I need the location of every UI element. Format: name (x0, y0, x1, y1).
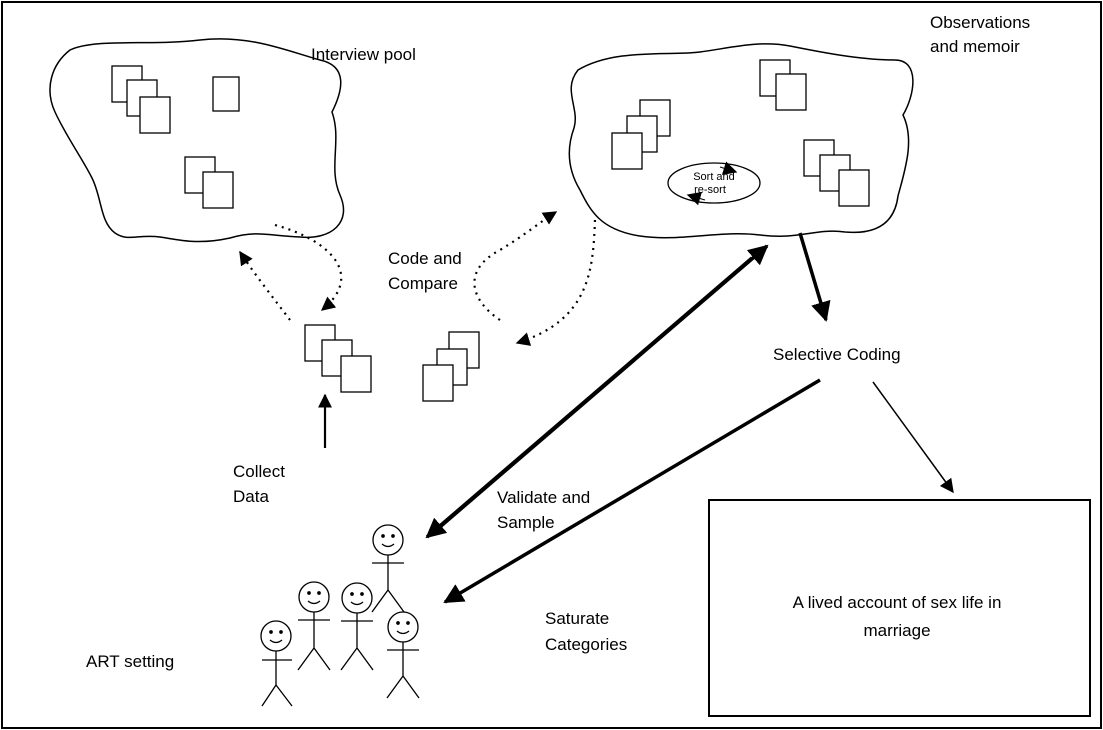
interview-pool-label: Interview pool (311, 45, 416, 64)
result-text-1: A lived account of sex life in (793, 593, 1002, 612)
saturate-categories-label-2: Categories (545, 635, 627, 654)
sort-arrow-right (719, 161, 738, 175)
sort-resort-label-2: re-sort (694, 184, 726, 196)
result-box (708, 499, 1091, 717)
observation-documents (611, 59, 870, 207)
observations-label-2: and memoir (930, 37, 1020, 56)
sort-arrow-left (686, 191, 706, 206)
dotted-arrows (239, 211, 597, 346)
solid-arrows (318, 232, 954, 604)
code-compare-label-2: Compare (388, 274, 458, 293)
participants (260, 524, 420, 707)
result-arrow (872, 381, 954, 494)
interview-pool-documents (111, 65, 240, 209)
saturate-categories-arrow (443, 378, 821, 604)
collected-data-documents (304, 324, 372, 393)
validate-sample-label-1: Validate and (497, 488, 590, 507)
selective-coding-arrow (798, 232, 831, 322)
collect-data-label-1: Collect (233, 462, 285, 481)
code-compare-label-1: Code and (388, 249, 462, 268)
validate-sample-label-2: Sample (497, 513, 555, 532)
collect-data-label-2: Data (233, 487, 269, 506)
result-text-2: marriage (863, 621, 930, 640)
saturate-categories-label-1: Saturate (545, 609, 609, 628)
sort-resort-ellipse (667, 162, 761, 204)
validate-sample-arrow-up (439, 244, 769, 528)
sort-resort-label-1: Sort and (693, 171, 735, 183)
selective-coding-label: Selective Coding (773, 345, 901, 364)
coded-documents (422, 331, 480, 402)
art-setting-label: ART setting (86, 652, 174, 671)
interview-pool-cloud (49, 38, 345, 243)
observations-label-1: Observations (930, 13, 1030, 32)
